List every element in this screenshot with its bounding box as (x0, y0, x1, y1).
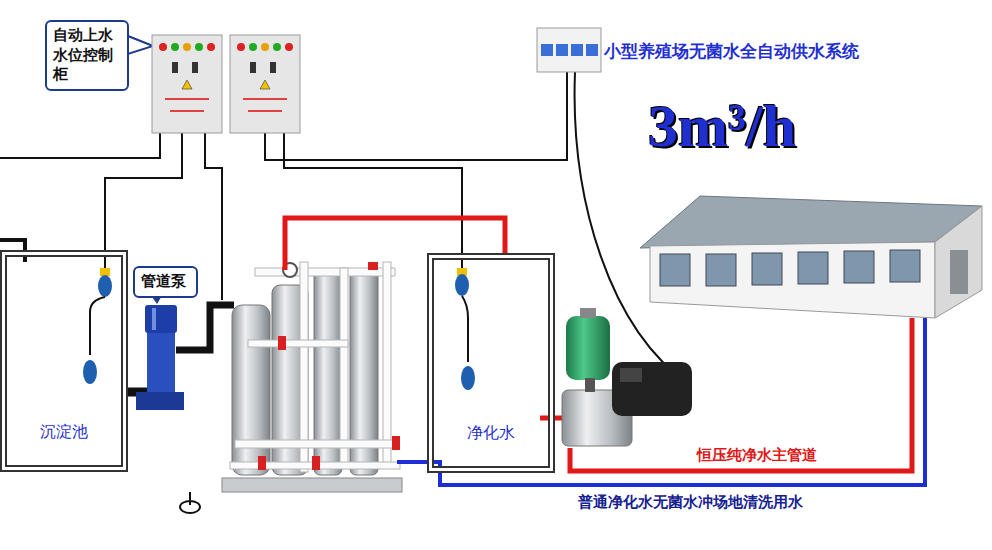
node-text: 沉淀池 (40, 422, 88, 443)
booster-pump (562, 308, 692, 446)
callout-pointer (128, 36, 153, 54)
circuit-breaker (537, 28, 601, 72)
pipe-label: 恒压纯净水主管道 (697, 446, 817, 465)
control-cabinet (152, 35, 300, 133)
callout-box: 管道泵 (133, 266, 198, 298)
pipeline-pump (122, 305, 234, 410)
capacity-label: 3m³/h (648, 92, 796, 161)
callout-box: 自动上水 水位控制 柜 (45, 20, 129, 91)
node-text: 自动上水 水位控制 柜 (53, 26, 121, 85)
sediment-tank: 沉淀池 (5, 255, 123, 467)
node-text: 净化水 (467, 423, 515, 444)
main-pipe (570, 318, 912, 471)
water-tank: 净化水 (432, 258, 550, 468)
farm-building (640, 196, 982, 318)
wash-water-pipe (397, 318, 925, 485)
node-text: 管道泵 (141, 272, 190, 292)
filter-unit (180, 262, 402, 513)
title: 小型养殖场无菌水全自动供水系统 (604, 40, 859, 63)
supply-pipe (285, 218, 505, 270)
pipe-label: 普通净化水无菌水冲场地清洗用水 (578, 493, 803, 512)
